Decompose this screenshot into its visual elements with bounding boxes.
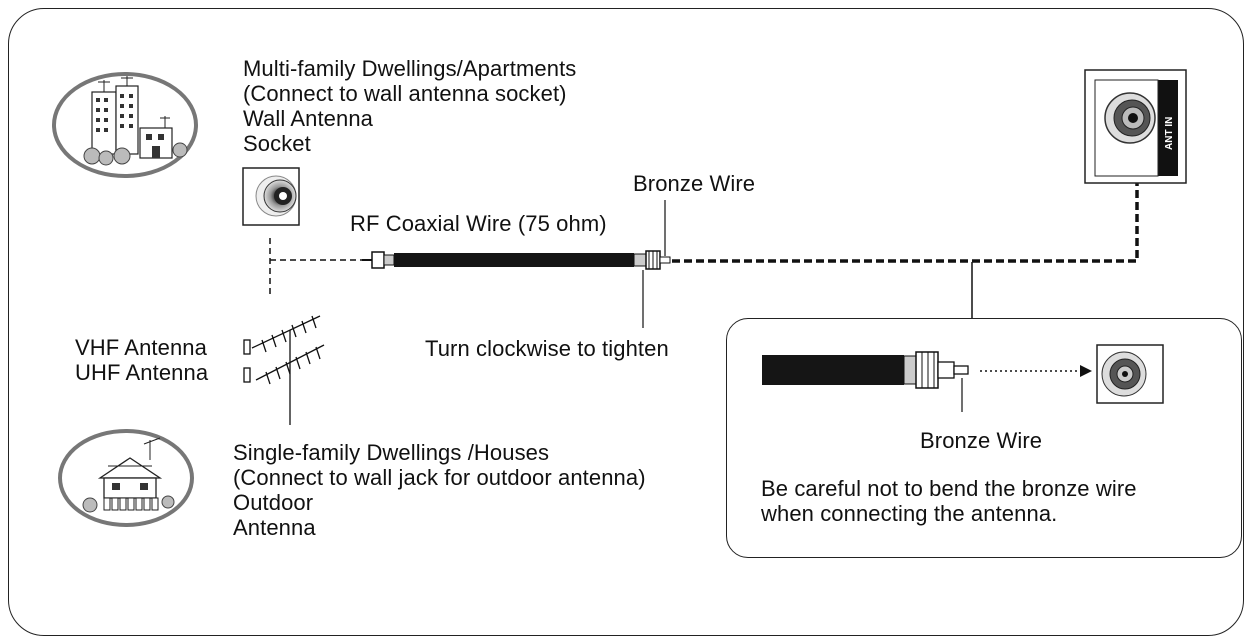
tv-connection-dashed-line	[672, 140, 1139, 263]
coax-wire-label: RF Coaxial Wire (75 ohm)	[350, 211, 607, 236]
antenna-link-dashed-line	[269, 238, 362, 298]
ant-in-label: ANT IN	[1164, 117, 1175, 150]
apartment-building-icon	[52, 72, 198, 178]
tv-ant-in-port-icon	[1084, 69, 1187, 184]
outdoor-antenna-label-2: Antenna	[233, 515, 316, 540]
diagram-frame	[8, 8, 1244, 636]
rf-coaxial-cable	[362, 250, 671, 270]
wall-socket-label-1: Wall Antenna	[243, 106, 374, 131]
inset-socket-icon	[1096, 344, 1164, 404]
vhf-uhf-antenna-icon	[243, 315, 325, 425]
uhf-antenna-label: UHF Antenna	[75, 360, 209, 385]
caution-note-line-2: when connecting the antenna.	[761, 501, 1058, 526]
vhf-antenna-label: VHF Antenna	[75, 335, 207, 360]
house-title: Single-family Dwellings /Houses	[233, 440, 550, 465]
wall-socket-label-2: Socket	[243, 131, 311, 156]
caution-note-line-1: Be careful not to bend the bronze wire	[761, 476, 1137, 501]
apartment-subtitle: (Connect to wall antenna socket)	[243, 81, 567, 106]
inset-bronze-wire-label: Bronze Wire	[920, 428, 1043, 453]
wall-antenna-socket-icon	[242, 167, 300, 226]
tighten-label: Turn clockwise to tighten	[425, 336, 669, 361]
outdoor-antenna-label-1: Outdoor	[233, 490, 314, 515]
house-icon	[58, 429, 194, 527]
inset-coax-connector-icon	[762, 351, 969, 389]
house-subtitle: (Connect to wall jack for outdoor antenn…	[233, 465, 646, 490]
apartment-title: Multi-family Dwellings/Apartments	[243, 56, 577, 81]
bronze-wire-label: Bronze Wire	[633, 171, 756, 196]
